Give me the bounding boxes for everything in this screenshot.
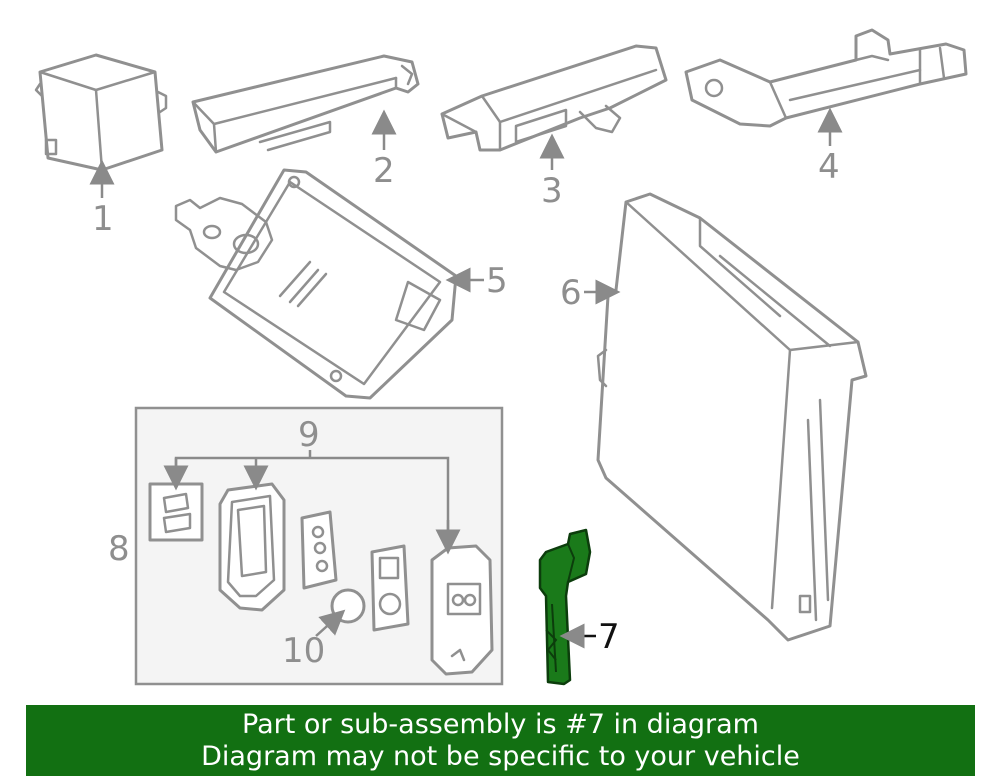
- banner-line-2: Diagram may not be specific to your vehi…: [201, 741, 800, 772]
- part-10-battery[interactable]: [330, 588, 366, 624]
- callout-6: 6: [560, 273, 582, 313]
- banner-line-1: Part or sub-assembly is #7 in diagram: [242, 709, 759, 740]
- part-1-sensor-module[interactable]: [34, 53, 168, 172]
- callout-5: 5: [486, 261, 508, 301]
- callout-10: 10: [282, 631, 325, 671]
- leader-lines: [89, 107, 843, 649]
- part-4-bracket-antenna[interactable]: [684, 28, 968, 128]
- part-2-antenna[interactable]: [191, 54, 420, 154]
- part-3-antenna-connector[interactable]: [440, 44, 668, 152]
- callout-3: 3: [541, 171, 563, 211]
- callout-1: 1: [92, 199, 114, 239]
- part-9-remote-case[interactable]: [218, 482, 286, 612]
- part-9-clips[interactable]: [148, 482, 204, 542]
- part-6-body-control-module[interactable]: [596, 192, 868, 642]
- part-7-emergency-key[interactable]: [538, 528, 592, 686]
- part-5-control-module[interactable]: [174, 168, 458, 400]
- part-9-circuit-board[interactable]: [370, 544, 410, 632]
- callout-4: 4: [818, 147, 840, 187]
- info-banner: Part or sub-assembly is #7 in diagram Di…: [26, 705, 975, 776]
- part-9-key-fob[interactable]: [430, 544, 494, 676]
- callout-7: 7: [598, 617, 620, 657]
- callout-2: 2: [373, 151, 395, 191]
- part-9-button-pad[interactable]: [300, 510, 338, 590]
- callout-8: 8: [108, 529, 130, 569]
- callout-9: 9: [298, 415, 320, 455]
